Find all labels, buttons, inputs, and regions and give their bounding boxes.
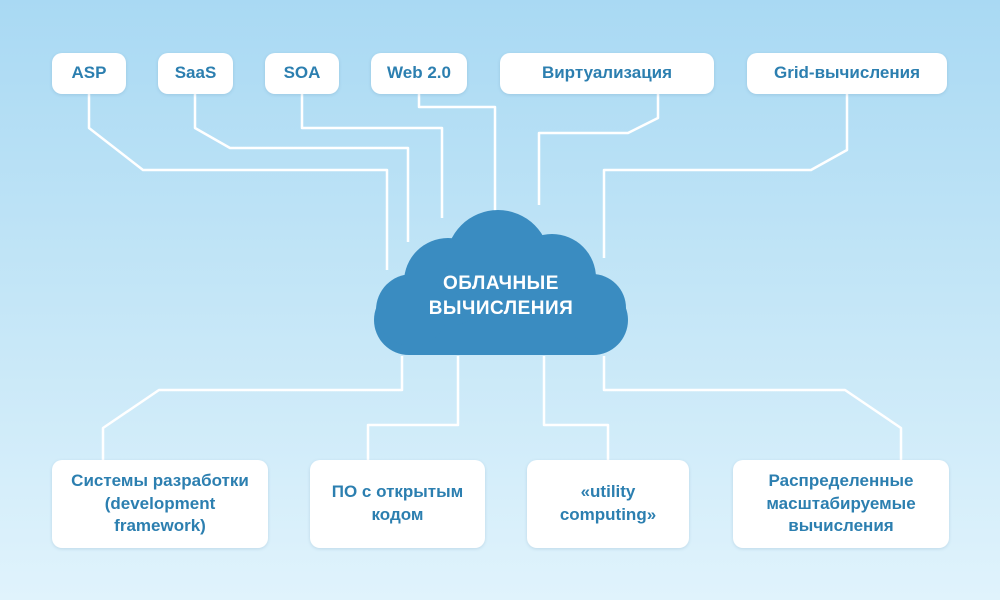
connector-soa	[300, 94, 444, 218]
node-distributed-line-1: Распределенные	[768, 470, 914, 490]
node-dev-line-3: framework)	[114, 516, 206, 536]
node-web20-label: Web 2.0	[387, 63, 451, 83]
node-dev-line-1: Системы разработки	[71, 470, 249, 490]
node-utility-line-2: computing»	[559, 505, 657, 524]
node-open-source-line-1: ПО с открытым	[331, 482, 464, 502]
node-virtualization: Виртуализация	[500, 53, 714, 94]
cloud-computing-node: ОБЛАЧНЫЕ ВЫЧИСЛЕНИЯ	[370, 210, 632, 355]
node-saas-label: SaaS	[174, 63, 217, 83]
node-open-source: ПО с открытым кодом	[310, 460, 485, 548]
node-web20: Web 2.0	[371, 53, 467, 94]
node-utility-line-1: «utility	[580, 482, 636, 502]
cloud-icon	[374, 210, 628, 355]
connector-utility	[542, 356, 610, 460]
connector-web20	[417, 94, 497, 215]
cloud-title-line-1: ОБЛАЧНЫЕ	[443, 273, 559, 294]
node-distributed-line-3: вычисления	[788, 516, 894, 536]
node-dev-line-2: (development	[104, 493, 216, 513]
connector-grid	[602, 94, 849, 258]
cloud-title-line-2: ВЫЧИСЛЕНИЯ	[428, 297, 574, 319]
node-distributed-computing: Распределенные масштабируемые вычисления	[733, 460, 949, 548]
cloud-title: ОБЛАЧНЫЕ ВЫЧИСЛЕНИЯ	[370, 272, 632, 321]
node-asp: ASP	[52, 53, 126, 94]
node-grid-computing-label: Grid-вычисления	[773, 63, 921, 83]
node-development-framework: Системы разработки (development framewor…	[52, 460, 268, 548]
node-virtualization-label: Виртуализация	[541, 63, 673, 83]
node-asp-label: ASP	[71, 63, 107, 83]
connector-virtualization	[537, 94, 660, 205]
connector-distributed	[602, 356, 903, 460]
node-saas: SaaS	[158, 53, 233, 94]
node-soa-label: SOA	[283, 63, 321, 83]
connector-saas	[193, 94, 410, 242]
node-distributed-line-2: масштабируемые	[766, 493, 916, 513]
connector-open-source	[366, 356, 460, 460]
connector-asp	[87, 94, 389, 270]
node-grid-computing: Grid-вычисления	[747, 53, 947, 94]
node-utility-computing: «utility computing»	[527, 460, 689, 548]
node-open-source-line-2: кодом	[371, 505, 424, 524]
connector-dev-framework	[101, 356, 404, 460]
node-soa: SOA	[265, 53, 339, 94]
